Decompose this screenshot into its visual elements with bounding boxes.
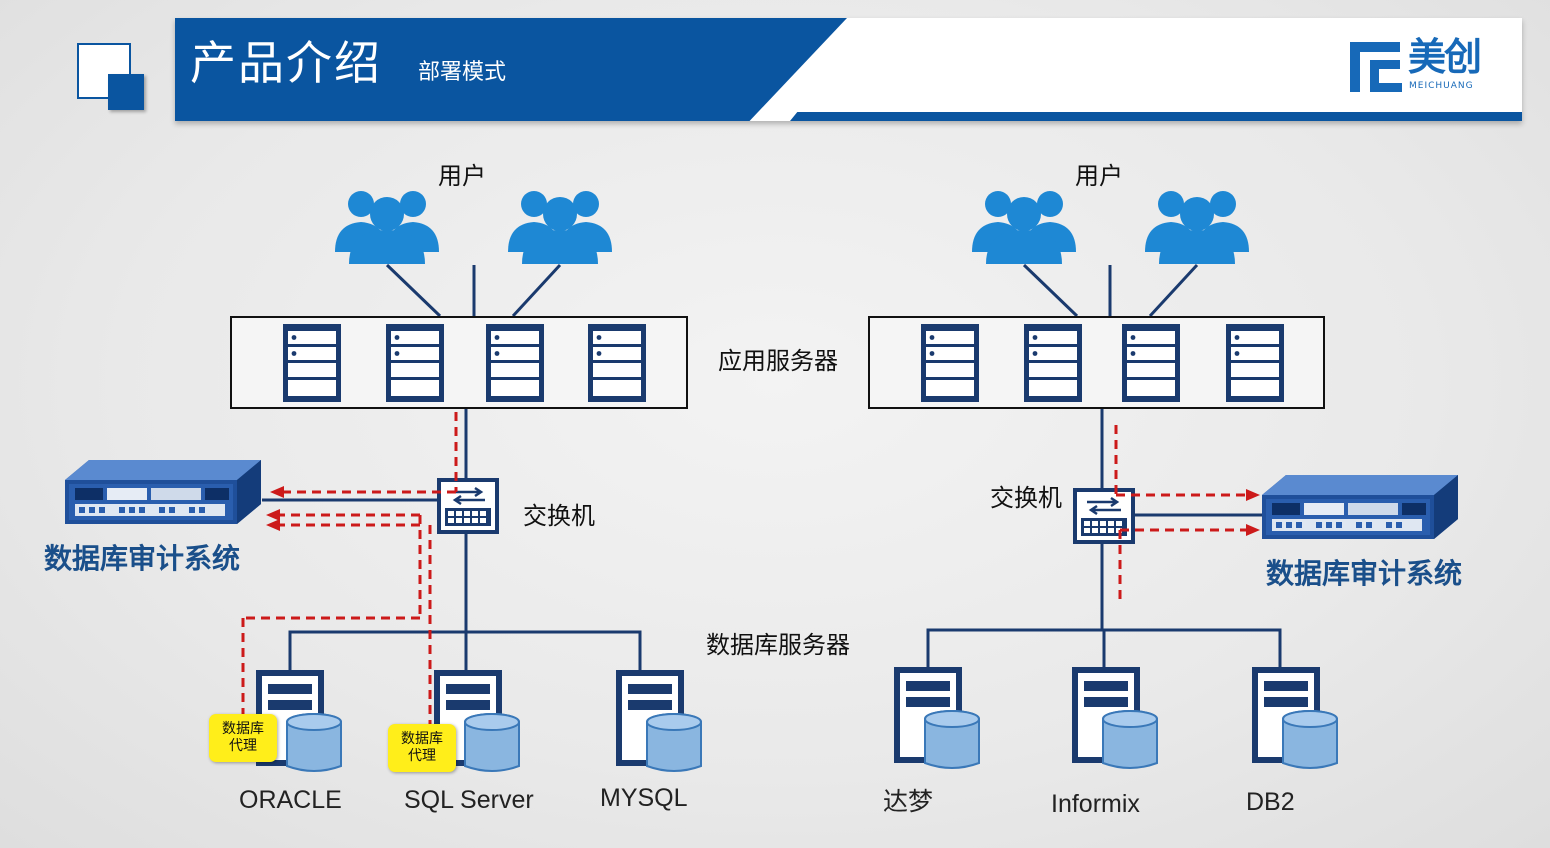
decorative-square-fill bbox=[108, 74, 144, 110]
app-servers-label: 应用服务器 bbox=[718, 348, 838, 375]
db-label-mysql: MYSQL bbox=[600, 784, 688, 812]
agent-label-line1: 数据库 bbox=[401, 731, 443, 748]
db-label-dameng: 达梦 bbox=[883, 788, 934, 816]
page-title: 产品介绍 bbox=[190, 36, 382, 90]
right-audit-system-label: 数据库审计系统 bbox=[1266, 557, 1463, 590]
meichuang-logo-icon bbox=[1350, 42, 1402, 92]
header-underline bbox=[790, 112, 1522, 121]
logo-text: 美创 bbox=[1408, 35, 1482, 79]
db-agent-badge-sqlserver: 数据库 代理 bbox=[388, 724, 456, 772]
header-title-panel bbox=[175, 18, 847, 121]
left-audit-system-label: 数据库审计系统 bbox=[44, 542, 241, 575]
db-label-informix: Informix bbox=[1051, 790, 1140, 818]
agent-label-line1: 数据库 bbox=[222, 721, 264, 738]
db-label-db2: DB2 bbox=[1246, 788, 1295, 816]
page-subtitle: 部署模式 bbox=[418, 60, 507, 85]
agent-label-line2: 代理 bbox=[408, 748, 436, 764]
right-switch-label: 交换机 bbox=[990, 485, 1062, 512]
left-users-label: 用户 bbox=[438, 163, 486, 190]
agent-label-line2: 代理 bbox=[229, 738, 257, 754]
left-users-group bbox=[335, 191, 612, 264]
left-switch-label: 交换机 bbox=[523, 503, 595, 530]
db-label-oracle: ORACLE bbox=[239, 786, 342, 814]
db-servers-label: 数据库服务器 bbox=[706, 632, 850, 659]
db-label-sqlserver: SQL Server bbox=[404, 786, 534, 814]
right-users-label: 用户 bbox=[1075, 163, 1123, 190]
right-users-group bbox=[972, 191, 1249, 264]
db-agent-badge-oracle: 数据库 代理 bbox=[209, 714, 277, 762]
logo-subtext: MEICHUANG bbox=[1409, 81, 1474, 91]
